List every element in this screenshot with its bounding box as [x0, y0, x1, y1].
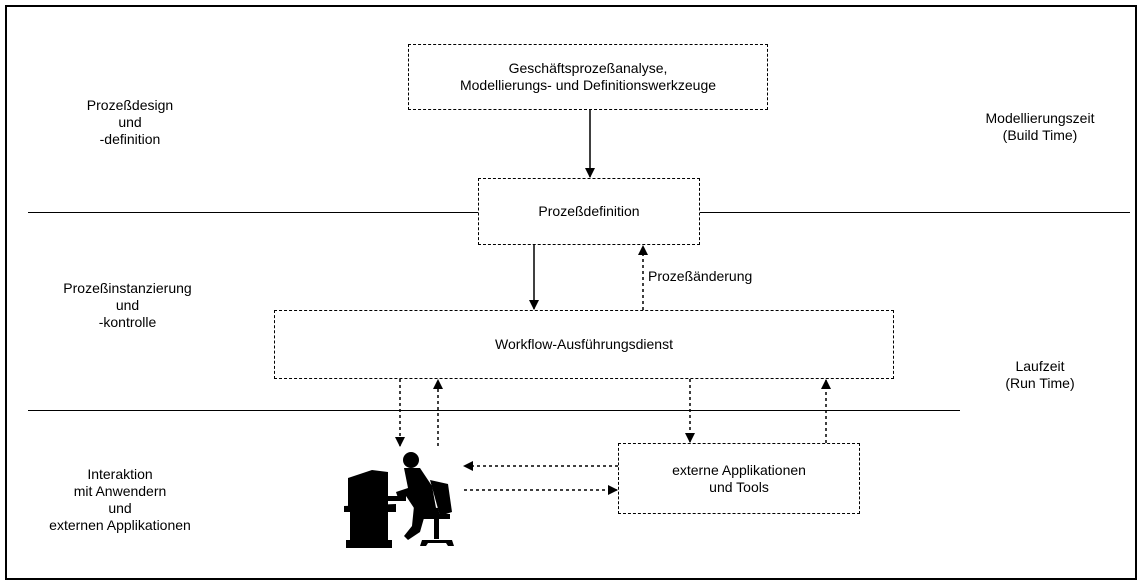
phase-run-time-label: Laufzeit (Run Time): [985, 358, 1095, 392]
workflow-engine-box: Workflow-Ausführungsdienst: [274, 310, 894, 379]
phase-build-time-label: Modellierungszeit (Build Time): [965, 110, 1115, 144]
external-applications-line-1: externe Applikationen: [672, 461, 806, 478]
analysis-tools-box: Geschäftsprozeßanalyse, Modellierungs- u…: [408, 44, 768, 110]
section-instantiation-line-1: Prozeßinstanzierung: [63, 280, 192, 296]
external-applications-line-2: und Tools: [709, 478, 769, 495]
section-interaction-line-2: mit Anwendern: [73, 483, 167, 499]
phase-run-time-line-1: Laufzeit: [1015, 358, 1065, 374]
process-change-label: Prozeßänderung: [648, 268, 753, 284]
section-instantiation-line-2: und: [115, 297, 140, 313]
section-design-line-1: Prozeßdesign: [86, 97, 174, 113]
section-interaction-line-3: und: [108, 500, 132, 516]
external-applications-box: externe Applikationen und Tools: [618, 443, 860, 514]
workflow-engine-label: Workflow-Ausführungsdienst: [495, 336, 673, 352]
phase-build-time-line-2: (Build Time): [1002, 127, 1078, 143]
person-at-computer-icon: [344, 452, 454, 548]
section-instantiation-line-3: -kontrolle: [98, 314, 157, 330]
phase-build-time-line-1: Modellierungszeit: [985, 110, 1095, 126]
build-time-separator-right: [700, 212, 1130, 213]
build-time-separator-left: [28, 212, 478, 213]
process-definition-label: Prozeßdefinition: [538, 203, 640, 219]
process-definition-box: Prozeßdefinition: [478, 178, 700, 245]
section-interaction-label: Interaktion mit Anwendern und externen A…: [20, 466, 220, 534]
phase-run-time-line-2: (Run Time): [1005, 375, 1075, 391]
analysis-tools-line-2: Modellierungs- und Definitionswerkzeuge: [459, 77, 717, 93]
run-time-separator: [28, 410, 960, 411]
section-design-label: Prozeßdesign und -definition: [60, 97, 200, 148]
section-interaction-line-1: Interaktion: [87, 466, 153, 482]
analysis-tools-line-1: Geschäftsprozeßanalyse,: [508, 60, 668, 76]
diagram-frame: [5, 5, 1137, 580]
section-interaction-line-4: externen Applikationen: [49, 517, 191, 533]
section-design-line-3: -definition: [99, 131, 161, 147]
section-design-line-2: und: [118, 114, 142, 130]
section-instantiation-label: Prozeßinstanzierung und -kontrolle: [40, 280, 215, 331]
